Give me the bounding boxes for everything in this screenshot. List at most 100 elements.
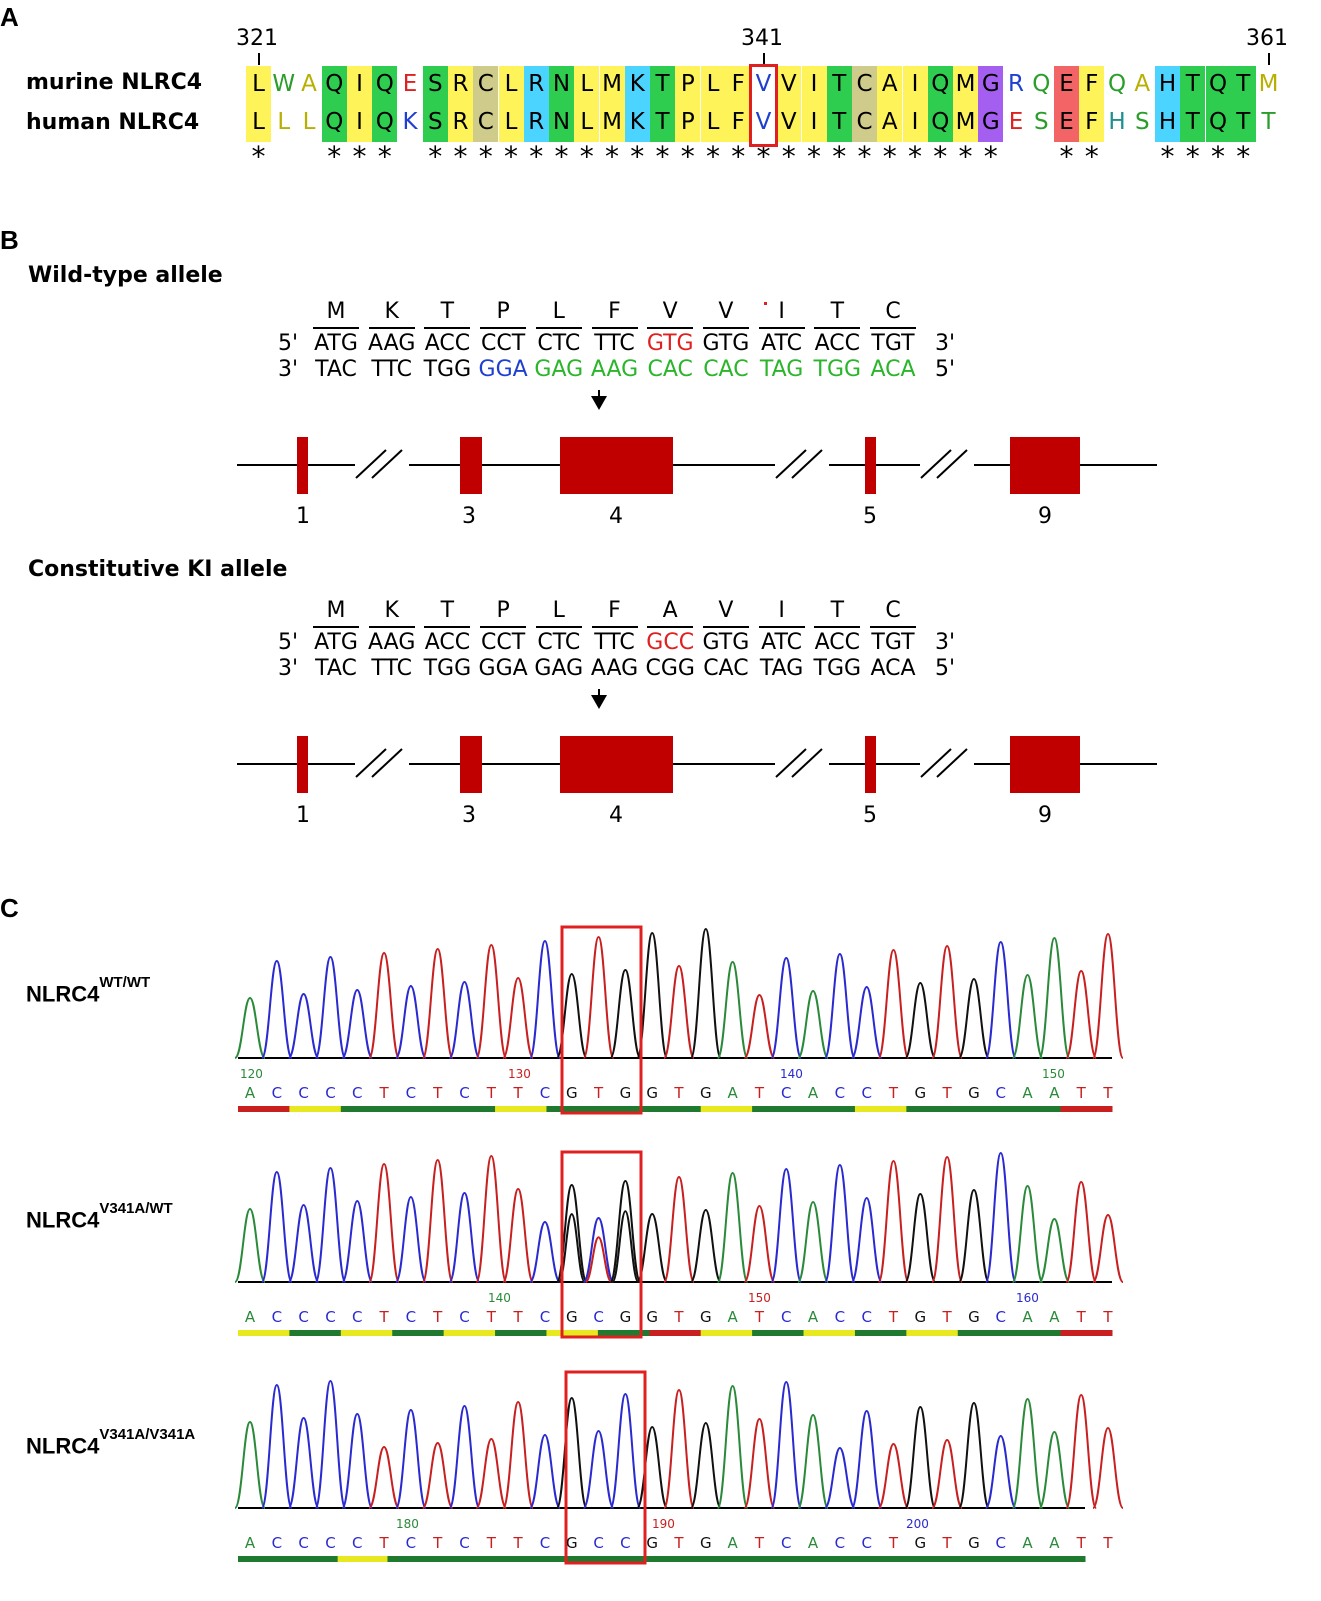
trace-peak-c <box>260 959 293 1059</box>
trace-peak-g <box>636 1425 669 1509</box>
base-call: T <box>888 1084 899 1102</box>
trace-peak-g <box>957 977 990 1059</box>
trace-peak-a <box>1038 1430 1071 1509</box>
conservation-star: * <box>453 140 468 173</box>
panel-label-b: B <box>0 225 19 255</box>
quality-bar-segment <box>536 1556 588 1562</box>
trace-peak-t <box>421 947 454 1059</box>
base-call: A <box>1022 1534 1033 1552</box>
human-residue: T <box>1180 104 1206 142</box>
conservation-star: * <box>1236 140 1251 173</box>
ki-top-codon: GCC <box>646 630 695 655</box>
human-residue: F <box>725 104 751 142</box>
wildtype-amino-acid: L <box>552 299 565 324</box>
trace-peak-c <box>850 1196 883 1283</box>
base-call: C <box>298 1308 309 1326</box>
quality-bar-segment <box>957 1106 1010 1112</box>
base-call: C <box>325 1308 336 1326</box>
trace-peak-t <box>421 1441 454 1509</box>
conservation-star: * <box>377 140 392 173</box>
ki-amino-acid: F <box>608 598 621 623</box>
wildtype-top-codon: AAG <box>368 331 416 356</box>
base-call: C <box>539 1308 551 1326</box>
trace-peak-c <box>770 956 803 1059</box>
wildtype-amino-acid-bar <box>814 327 861 329</box>
trace-peak-c <box>528 939 561 1059</box>
conservation-star: * <box>706 140 720 173</box>
trace-peak-c <box>984 1434 1017 1509</box>
trace-peak-c <box>314 1379 347 1509</box>
base-call: A <box>244 1084 256 1102</box>
ki-exon-4 <box>560 736 673 793</box>
human-residue: L <box>498 104 524 142</box>
murine-residue: I <box>801 66 827 104</box>
tick-321 <box>258 53 260 65</box>
ki-top-left-end: 5' <box>278 630 299 655</box>
base-call: T <box>674 1308 684 1326</box>
quality-bar-segment <box>752 1330 805 1336</box>
wt-exon-label-4: 4 <box>609 504 623 529</box>
ki-bottom-codon: TTC <box>371 656 412 681</box>
ki-bottom-left-end: 3' <box>278 656 299 681</box>
human-residue: Q <box>321 104 347 142</box>
wt-break-2 <box>775 449 829 479</box>
trace-index-label: 120 <box>240 1067 263 1081</box>
wildtype-amino-acid-bar <box>758 327 805 329</box>
trace-peak-t <box>663 1388 695 1509</box>
base-call: G <box>700 1308 712 1326</box>
wildtype-amino-acid: V <box>662 299 678 324</box>
trace-peak-t <box>502 1187 535 1283</box>
base-call: T <box>486 1534 496 1552</box>
murine-residue: H <box>1155 66 1180 104</box>
base-call: C <box>834 1534 846 1552</box>
base-call: A <box>807 1534 819 1552</box>
base-call: T <box>433 1084 443 1102</box>
position-361: 361 <box>1246 26 1288 51</box>
trace-peak-g <box>555 1396 588 1509</box>
wildtype-bottom-codon: CAC <box>703 357 749 382</box>
trace-peak-c <box>528 1433 561 1509</box>
ki-exon-label-4: 4 <box>609 803 623 828</box>
quality-bar-segment <box>495 1106 547 1112</box>
quality-bar-segment <box>803 1330 856 1336</box>
murine-residue: M <box>953 66 978 104</box>
human-residue: H <box>1108 109 1126 135</box>
trace-peak-c <box>984 940 1017 1059</box>
murine-residue: W <box>272 71 296 97</box>
trace-peak-t <box>663 964 695 1059</box>
trace-index-label: 130 <box>508 1067 531 1081</box>
murine-residue: G <box>978 66 1004 104</box>
trace-peak-g <box>957 1188 990 1283</box>
ki-bottom-codon: GGA <box>478 656 528 681</box>
base-call: C <box>781 1534 792 1552</box>
human-residue: M <box>953 104 978 142</box>
base-call: T <box>754 1308 765 1326</box>
quality-bar-segment <box>686 1556 737 1562</box>
ki-exon-9 <box>1010 736 1080 793</box>
ki-bottom-codon: GAG <box>534 656 584 681</box>
wildtype-bottom-codon: AAG <box>590 357 639 382</box>
base-call: C <box>325 1084 336 1102</box>
mutation-highlight-box <box>560 925 643 1115</box>
trace-peak-t <box>368 1162 401 1283</box>
murine-residue: Q <box>372 66 398 104</box>
ki-amino-acid-bar <box>591 626 638 628</box>
quality-bar-segment <box>700 1330 753 1336</box>
conservation-star: * <box>731 140 746 173</box>
human-residue: F <box>1079 104 1105 142</box>
ki-bottom-codon: CAC <box>703 656 749 681</box>
quality-bar-segment <box>700 1106 753 1112</box>
base-call: C <box>593 1534 604 1552</box>
ki-exon-label-3: 3 <box>462 803 476 828</box>
quality-bar-segment <box>736 1556 787 1562</box>
trace-peak-t <box>743 1204 776 1283</box>
base-call: A <box>807 1308 819 1326</box>
trace-peak-c <box>850 1409 883 1509</box>
ki-exon-label-9: 9 <box>1038 803 1052 828</box>
base-call: C <box>861 1534 872 1552</box>
wildtype-amino-acid: T <box>440 299 455 324</box>
base-call: A <box>1049 1534 1060 1552</box>
trace-peak-t <box>475 943 508 1059</box>
trace-peak-t <box>1092 932 1124 1059</box>
murine-residue: A <box>301 71 317 97</box>
